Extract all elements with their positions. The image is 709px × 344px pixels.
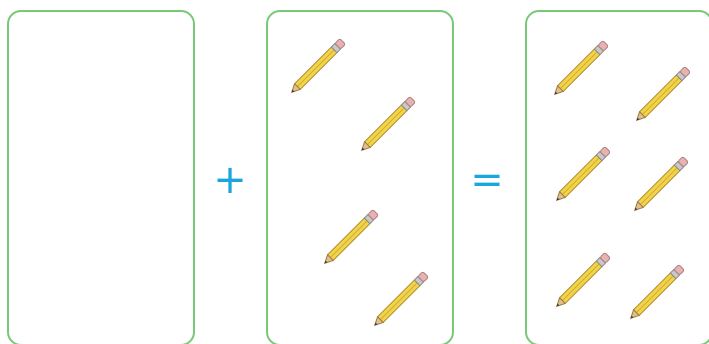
pencil-icon <box>363 257 443 337</box>
plus-sign: + <box>210 160 250 200</box>
pencil-icon <box>625 52 705 132</box>
middle-group-box <box>266 10 454 344</box>
result-group-box <box>525 10 709 344</box>
pencil-icon <box>543 26 623 106</box>
pencil-icon <box>545 238 625 318</box>
pencil-icon <box>280 24 360 104</box>
pencil-icon <box>545 132 625 212</box>
pencil-icon <box>623 142 703 222</box>
pencil-icon <box>350 82 430 162</box>
empty-group-box <box>7 10 195 344</box>
pencil-icon <box>619 250 699 330</box>
equals-sign: = <box>467 160 507 200</box>
